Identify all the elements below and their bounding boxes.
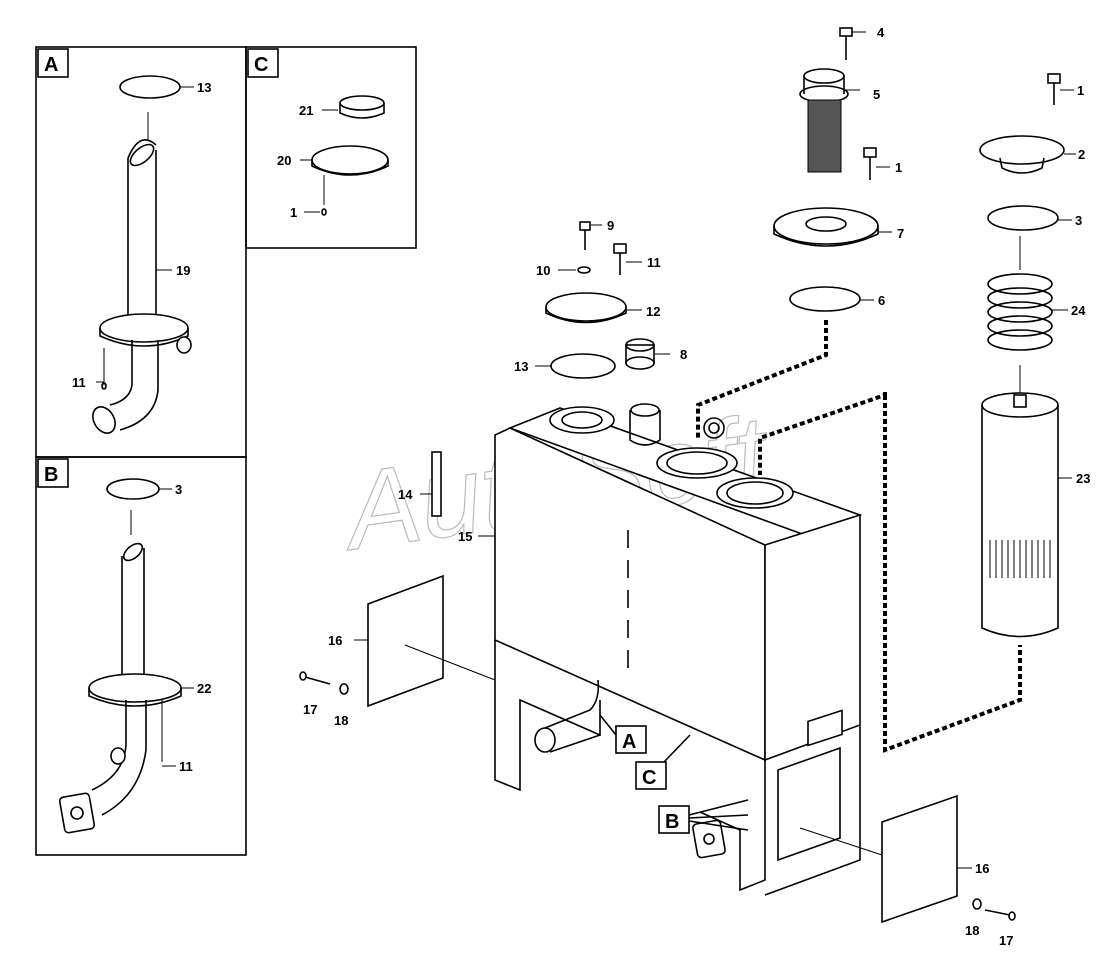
callout-12: 12 xyxy=(646,304,660,319)
bolt-11 xyxy=(613,243,642,275)
bolt-1-top xyxy=(1047,73,1074,105)
access-cover-left xyxy=(299,574,496,708)
svg-text:A: A xyxy=(622,731,636,753)
callout-13: 13 xyxy=(514,359,528,374)
callout-9: 9 xyxy=(607,218,614,233)
callout-7: 7 xyxy=(897,226,904,241)
callout-11: 11 xyxy=(647,255,661,270)
callout-2: 2 xyxy=(1078,147,1085,162)
callout-c-1: 1 xyxy=(290,205,297,220)
callout-b-11: 11 xyxy=(179,759,193,774)
callout-4: 4 xyxy=(877,25,885,40)
view-tag-b: B xyxy=(658,799,749,834)
assembly-path-filter xyxy=(696,320,828,440)
bolt-4 xyxy=(839,27,866,60)
svg-text:B: B xyxy=(665,811,679,833)
callout-15: 15 xyxy=(458,529,472,544)
filler-cap xyxy=(625,338,670,370)
callout-24: 24 xyxy=(1071,303,1086,318)
svg-text:C: C xyxy=(642,767,656,789)
callout-b-22: 22 xyxy=(197,681,211,696)
inset-tag-c: C xyxy=(254,54,268,76)
callout-a-19: 19 xyxy=(176,263,190,278)
callout-a-13: 13 xyxy=(197,80,211,95)
o-ring-13 xyxy=(550,353,616,379)
callout-labels: 1 2 3 4 5 1 7 6 9 10 11 12 13 8 14 15 16… xyxy=(72,25,1090,948)
inset-tag-b: B xyxy=(44,464,58,486)
inset-b-parts xyxy=(58,478,194,834)
callout-1-top: 1 xyxy=(1077,83,1084,98)
inset-tag-a: A xyxy=(44,54,58,76)
callout-c-20: 20 xyxy=(277,153,291,168)
callout-17-left: 17 xyxy=(303,702,317,717)
callout-18-right: 18 xyxy=(965,923,979,938)
callout-b-3: 3 xyxy=(175,482,182,497)
filter-head-plate-7 xyxy=(773,207,892,247)
callout-18-left: 18 xyxy=(334,713,348,728)
callout-6: 6 xyxy=(878,293,885,308)
access-cover-right xyxy=(799,794,1016,924)
callout-10: 10 xyxy=(536,263,550,278)
callout-a-11: 11 xyxy=(72,375,86,390)
callout-1-mid: 1 xyxy=(895,160,902,175)
bolt-1-mid xyxy=(863,147,890,180)
o-ring-6 xyxy=(789,286,861,312)
callout-c-21: 21 xyxy=(299,103,313,118)
bolt-9 xyxy=(579,221,602,250)
inset-frame-c: C xyxy=(245,46,417,249)
callout-17-right: 17 xyxy=(999,933,1013,948)
assembly-path-strainer-bottom xyxy=(883,395,1022,753)
callout-5: 5 xyxy=(873,87,880,102)
inset-a-parts xyxy=(92,75,194,434)
callout-23: 23 xyxy=(1076,471,1090,486)
spring-24 xyxy=(987,273,1068,351)
view-tag-a: A xyxy=(599,714,647,754)
washer-10 xyxy=(577,266,591,274)
inset-frame-a: A xyxy=(35,46,247,458)
callout-16-left: 16 xyxy=(328,633,342,648)
inset-frame-b: B xyxy=(35,456,247,856)
callout-8: 8 xyxy=(680,347,687,362)
return-filter-element xyxy=(799,68,860,173)
callout-14: 14 xyxy=(398,487,413,502)
cover-plate-12 xyxy=(545,292,642,324)
hydraulic-tank-body xyxy=(420,403,863,896)
callout-16-right: 16 xyxy=(975,861,989,876)
callout-3: 3 xyxy=(1075,213,1082,228)
inset-c-parts xyxy=(300,95,389,216)
suction-strainer-23 xyxy=(981,392,1072,638)
strainer-cover-2 xyxy=(979,135,1076,174)
o-ring-3 xyxy=(987,205,1059,231)
assembly-path-strainer-top xyxy=(758,392,887,475)
view-tag-c: C xyxy=(635,734,691,790)
